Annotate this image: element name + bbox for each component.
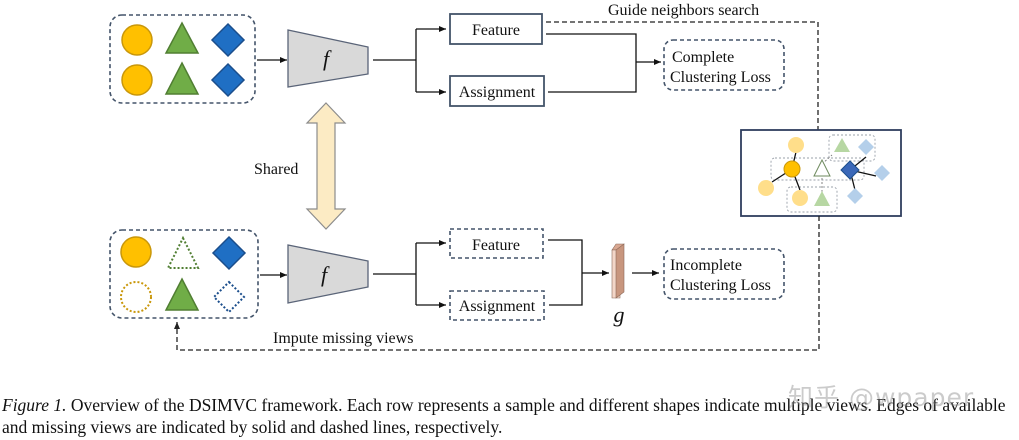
projector-label: g <box>614 302 625 327</box>
neighbor-graph <box>740 129 902 217</box>
incomplete-loss-box <box>663 248 785 300</box>
circle-view-icon <box>120 236 152 268</box>
incomplete-loss-label-1: Incomplete <box>670 257 742 274</box>
bottom-assignment-box <box>449 290 545 321</box>
figure-caption-label: Figure 1. <box>2 395 67 415</box>
complete-loss-box <box>663 39 785 91</box>
circle-view-icon <box>121 24 153 56</box>
top-assignment-box <box>449 75 545 107</box>
top-views-box <box>109 14 256 104</box>
bottom-encoder-label: f <box>321 262 330 287</box>
neighbor-circle-icon <box>792 190 808 206</box>
neighbor-circle-icon <box>788 137 804 153</box>
missing-circle-view-icon <box>120 281 152 313</box>
figure-caption: Figure 1. Overview of the DSIMVC framewo… <box>2 394 1017 438</box>
neighbor-group-top <box>828 134 876 162</box>
bottom-views-box <box>109 229 259 319</box>
top-views-group <box>109 14 256 104</box>
diamond-view-icon <box>211 235 247 271</box>
shared-label: Shared <box>254 161 298 178</box>
complete-loss-label-1: Complete <box>672 49 734 66</box>
anchor-diamond-icon <box>840 160 860 180</box>
neighbor-diamond-icon <box>847 188 863 204</box>
projector-face <box>615 243 625 299</box>
impute-missing-path <box>174 216 820 351</box>
bottom-feature-to-g <box>548 239 583 306</box>
impute-missing-label: Impute missing views <box>273 330 413 347</box>
triangle-view-icon <box>164 21 200 54</box>
diamond-view-icon <box>210 62 246 98</box>
guide-neighbors-path <box>546 21 819 130</box>
bottom-feature-label: Feature <box>472 237 520 254</box>
neighbor-triangle-icon <box>814 191 830 206</box>
top-encoder <box>287 29 369 88</box>
incomplete-loss-label-2: Clustering Loss <box>670 277 771 294</box>
neighbor-group-middle <box>770 157 865 181</box>
bottom-views-group <box>109 229 259 319</box>
top-encoder-label: f <box>323 46 332 71</box>
missing-diamond-view-icon <box>212 280 246 314</box>
bottom-feature-box <box>449 228 544 259</box>
triangle-view-icon <box>164 61 200 95</box>
circle-view-icon <box>121 64 153 96</box>
bottom-assignment-label: Assignment <box>459 298 536 315</box>
bottom-encoder <box>287 244 369 304</box>
projector-g <box>611 243 625 299</box>
shared-arrow-icon <box>305 102 347 230</box>
neighbor-triangle-icon <box>834 138 850 152</box>
dsimvc-diagram: f Feature Assignment Complete Clustering… <box>109 2 902 351</box>
figure-caption-text: Overview of the DSIMVC framework. Each r… <box>2 395 1006 437</box>
watermark: 知乎 @wpaper <box>788 383 975 412</box>
top-feature-to-loss <box>546 33 637 93</box>
top-assignment-label: Assignment <box>459 84 536 101</box>
triangle-view-icon <box>164 277 200 311</box>
missing-triangle-view-icon <box>166 235 200 269</box>
neighbor-diamond-icon <box>858 139 874 155</box>
top-feature-label: Feature <box>472 22 520 39</box>
diamond-view-icon <box>210 22 246 58</box>
anchor-circle-icon <box>783 160 801 178</box>
top-feature-box <box>449 13 543 45</box>
neighbor-circle-icon <box>758 180 774 196</box>
neighbor-group-bottom <box>786 186 838 213</box>
complete-loss-label-2: Clustering Loss <box>670 69 771 86</box>
neighbor-diamond-icon <box>874 165 890 181</box>
missing-triangle-icon <box>813 158 831 177</box>
guide-neighbors-label: Guide neighbors search <box>608 2 759 19</box>
